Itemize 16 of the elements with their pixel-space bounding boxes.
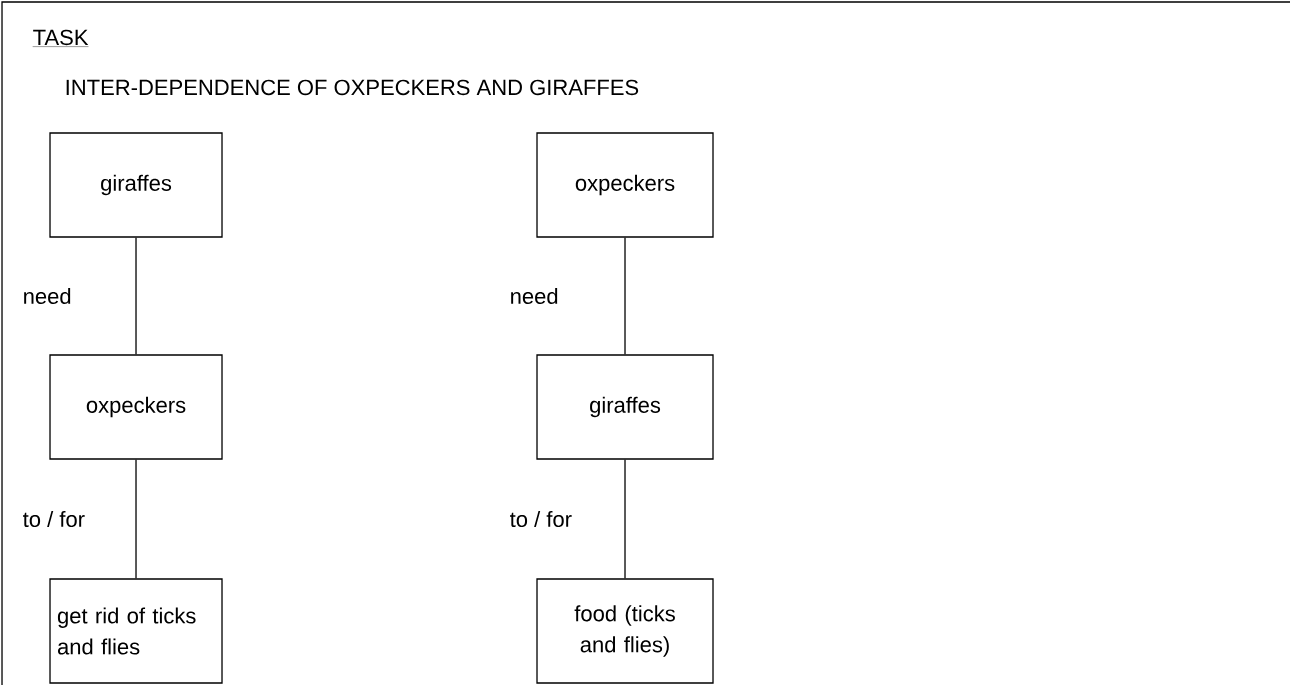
title: INTER-DEPENDENCE OF OXPECKERS AND GIRAFFES xyxy=(66,79,639,96)
edge-label: need xyxy=(511,287,558,305)
text-box: oxpeckers xyxy=(536,132,714,238)
text-box: food (ticks and flies) xyxy=(536,578,714,684)
task-heading: TASK xyxy=(32,29,89,47)
text-box: get rid of ticks and flies xyxy=(49,578,223,684)
edge-label: need xyxy=(24,287,71,305)
connector-line xyxy=(135,237,137,355)
connector-line xyxy=(135,459,137,579)
connector-line xyxy=(624,237,626,355)
text-box: giraffes xyxy=(49,132,223,238)
connector-line xyxy=(624,459,626,579)
edge-label: to / for xyxy=(23,510,85,528)
text-box: oxpeckers xyxy=(49,354,223,460)
text-box: giraffes xyxy=(536,354,714,460)
edge-label: to / for xyxy=(510,510,572,528)
